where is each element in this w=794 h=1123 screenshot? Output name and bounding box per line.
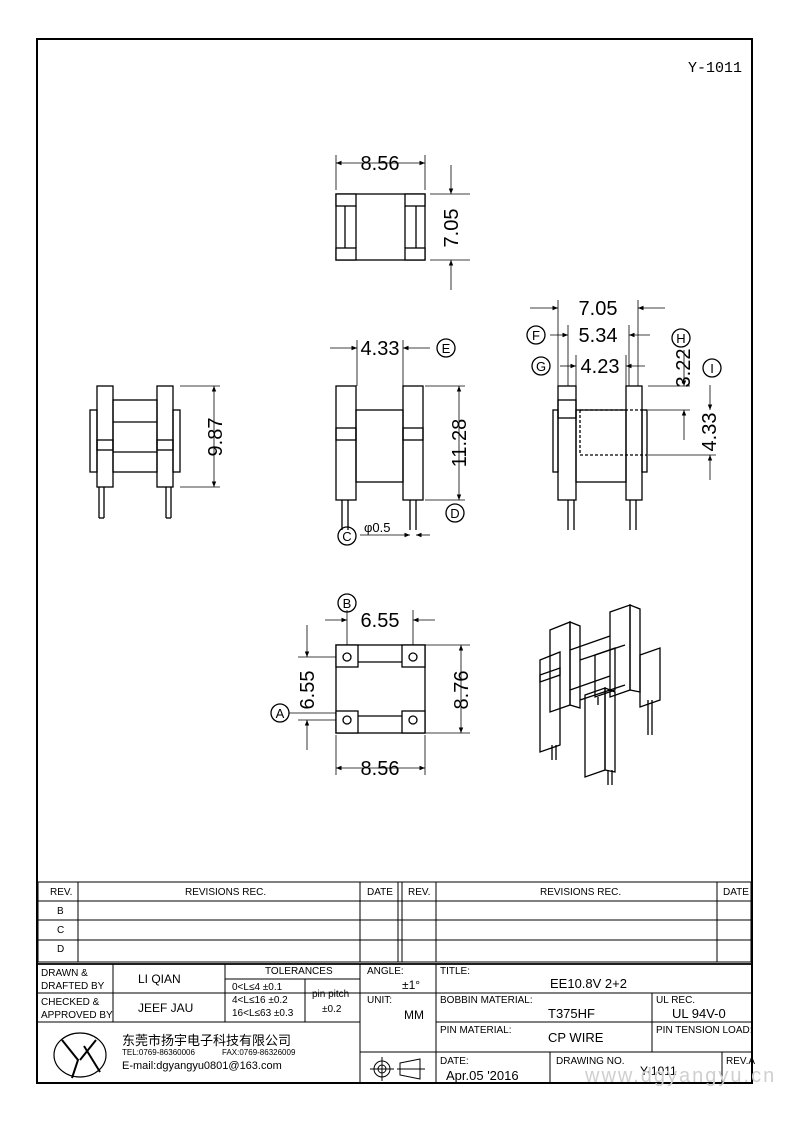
dim-right-width: 7.05 — [579, 298, 618, 320]
marker-f: F — [532, 328, 540, 343]
ul-value: UL 94V-0 — [672, 1006, 726, 1021]
date-label: DATE: — [440, 1056, 469, 1067]
drawn-by: LI QIAN — [138, 972, 181, 986]
top-view — [335, 155, 470, 290]
unit-value: MM — [404, 1008, 424, 1022]
checked-by: JEEF JAU — [138, 1001, 194, 1015]
dim-bottom-pitch-x: 6.55 — [361, 610, 400, 632]
dim-left-height: 9.87 — [205, 418, 227, 457]
marker-i: I — [710, 361, 714, 376]
marker-h: H — [676, 331, 685, 346]
marker-e: E — [442, 341, 451, 356]
checked-label: CHECKED & APPROVED BY — [41, 997, 113, 1021]
drawing-number: Y-1011 — [688, 60, 743, 77]
company-fax: FAX:0769-86326009 — [222, 1048, 296, 1057]
marker-b: B — [343, 596, 352, 611]
projection-symbol — [370, 1057, 425, 1081]
date-value: Apr.05 '2016 — [446, 1068, 519, 1083]
drawing-frame — [36, 38, 753, 1084]
marker-a: A — [276, 706, 285, 721]
dim-right-inner: 4.23 — [581, 356, 620, 378]
middle-side-view — [330, 338, 465, 546]
company-logo — [53, 1032, 107, 1079]
title-label: TITLE: — [440, 966, 471, 977]
dim-right-mid: 5.34 — [579, 325, 618, 347]
company-name: 东莞市扬宇电子科技有限公司 — [122, 1033, 292, 1048]
date-header-right: DATE — [723, 887, 749, 898]
tolerances-label: TOLERANCES — [265, 966, 333, 977]
title-block-grid — [37, 881, 752, 1084]
pin-material-value: CP WIRE — [548, 1030, 604, 1045]
rev-row-b: B — [57, 906, 64, 917]
dim-top-width: 8.56 — [361, 153, 400, 175]
marker-g: G — [536, 359, 546, 374]
tol-row-3: 16<L≤63 ±0.3 — [232, 1008, 294, 1019]
pin-pitch-label: pin pitch — [312, 989, 350, 1000]
unit-label: UNIT: — [367, 995, 392, 1006]
drawing-no-label: DRAWING NO. — [556, 1056, 625, 1067]
marker-c: C — [342, 529, 351, 544]
company-email: E-mail:dgyangyu0801@163.com — [122, 1060, 282, 1072]
dim-bottom-width: 8.56 — [361, 758, 400, 780]
angle-label: ANGLE: — [367, 966, 404, 977]
tol-row-2: 4<L≤16 ±0.2 — [232, 995, 288, 1006]
right-side-view — [526, 300, 722, 530]
rev-row-d: D — [57, 944, 65, 955]
bottom-view — [270, 593, 470, 775]
rev-header-left: REV. — [50, 887, 73, 898]
dim-right-h1: 3.22 — [673, 349, 695, 388]
ul-label: UL REC. — [656, 995, 696, 1006]
rev-header-right: REV. — [408, 887, 431, 898]
pin-tension-label: PIN TENSION LOAD: — [656, 1025, 753, 1036]
left-side-view — [89, 385, 220, 519]
dim-bottom-height: 8.76 — [451, 671, 473, 710]
date-header-left: DATE — [367, 887, 393, 898]
isometric-view — [539, 604, 661, 785]
title-value: EE10.8V 2+2 — [550, 976, 627, 991]
marker-d: D — [450, 506, 459, 521]
bobbin-value: T375HF — [548, 1006, 595, 1021]
dim-mid-height: 11.28 — [449, 419, 471, 468]
dim-top-height: 7.05 — [441, 209, 463, 248]
watermark: www.dgyangyu.cn — [585, 1065, 777, 1087]
pin-material-label: PIN MATERIAL: — [440, 1025, 512, 1036]
dim-right-h2: 4.33 — [699, 413, 721, 452]
drawn-label: DRAWN & DRAFTED BY — [41, 968, 105, 992]
drawing-no-value: Y-1011 — [640, 1064, 677, 1078]
dim-bottom-pitch-y: 6.55 — [297, 671, 319, 710]
rev-row-c: C — [57, 925, 65, 936]
dim-pin-dia: φ0.5 — [364, 520, 391, 535]
rec-header-left: REVISIONS REC. — [185, 887, 267, 898]
tol-row-1: 0<L≤4 ±0.1 — [232, 982, 283, 993]
company-tel: TEL:0769-86360006 — [122, 1048, 195, 1057]
rec-header-right: REVISIONS REC. — [540, 887, 622, 898]
dim-mid-width: 4.33 — [361, 338, 400, 360]
pin-pitch-value: ±0.2 — [322, 1004, 342, 1015]
angle-value: ±1° — [402, 978, 421, 992]
bobbin-label: BOBBIN MATERIAL: — [440, 995, 533, 1006]
rev-label: REV.A — [726, 1056, 756, 1067]
